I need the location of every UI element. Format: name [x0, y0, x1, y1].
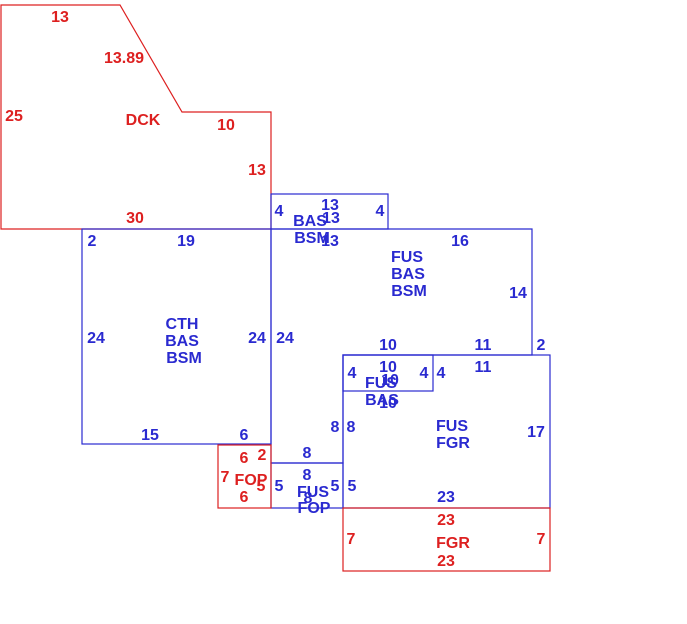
cth-bas-bsm-dimensions: 2 19 24 24 15 6: [87, 233, 266, 444]
bas-top-dim-right: 4: [376, 203, 385, 220]
fgr-dim-bottom: 23: [437, 553, 455, 570]
fus-fgr-dim-step: 4: [437, 365, 446, 382]
dck-dim-diagonal: 13.89: [104, 50, 144, 67]
fus-bas-small-dimensions: 10 4 4 10 10: [348, 359, 429, 412]
bas-top-dim-bottom: 13: [321, 233, 339, 250]
fop-area-label: FOP: [235, 472, 268, 489]
fus-fop-dim-right-out: 5: [348, 478, 357, 495]
outlines: [0, 4, 551, 572]
fus-small-line-1: FUS: [365, 375, 397, 392]
fus-small-dim-mid: 10: [381, 372, 399, 389]
fus-fgr-line-1: FUS: [436, 418, 468, 435]
fus-fgr-line-2: FGR: [436, 435, 470, 452]
fus-fop-area-label: FUS FOP: [297, 484, 331, 517]
cth-dim-top: 19: [177, 233, 195, 250]
dck-dim-bottom: 30: [126, 210, 144, 227]
fus-fop-dim-left: 5: [275, 478, 284, 495]
fus-fgr-dim-left-in: 8: [347, 419, 356, 436]
bas-top-dim-top: 13: [321, 197, 339, 214]
cth-line-3: BSM: [166, 350, 202, 367]
fgr-dimensions: 23 7 7 23: [347, 512, 546, 570]
fus-small-dim-bottom: 10: [379, 395, 397, 412]
fus-main-dim-inner: 11: [475, 337, 492, 354]
dck-dim-right: 13: [248, 162, 266, 179]
fus-fop-dimensions: 8 8 5 5 5 8: [275, 445, 357, 507]
fus-bas-small-area-label: FUS BAS: [365, 375, 399, 409]
cth-dim-right: 24: [248, 330, 266, 347]
bas-bsm-top-area-label: BAS BSM: [293, 213, 330, 247]
fus-fop-line-2: FOP: [298, 500, 331, 517]
cth-dim-bottom: 15: [141, 427, 159, 444]
fus-small-line-2: BAS: [365, 392, 399, 409]
cth-dim-bottomright: 6: [240, 427, 249, 444]
cth-dim-topleft: 2: [88, 233, 97, 250]
fus-main-dim-inner2: 10: [379, 337, 397, 354]
bas-bsm-top-dimensions: 4 13 13 4 13: [275, 197, 385, 250]
fus-main-line-2: BAS: [391, 266, 425, 283]
fus-main-line-3: BSM: [391, 283, 427, 300]
fgr-dim-left: 7: [347, 531, 356, 548]
fus-fop-dim-bottom: 8: [304, 490, 313, 507]
fus-fop-dim-top-in: 8: [303, 467, 312, 484]
fus-fgr-dimensions: 4 11 8 8 17 23: [331, 359, 545, 506]
dck-dimensions: 13 13.89 25 10 13 30: [5, 9, 266, 227]
cth-line-2: BAS: [165, 333, 199, 350]
fus-main-dim-top: 16: [451, 233, 469, 250]
cth-bas-bsm-area-label: CTH BAS BSM: [165, 316, 202, 367]
fus-main-dim-step: 2: [537, 337, 546, 354]
fus-fgr-dim-top: 11: [475, 359, 492, 376]
fus-small-dim-top: 10: [379, 359, 397, 376]
fus-fgr-dim-bottom: 23: [437, 489, 455, 506]
cth-line-1: CTH: [166, 316, 199, 333]
fus-small-dim-left: 4: [348, 365, 357, 382]
fop-dim-step: 2: [258, 447, 267, 464]
fus-fop-dim-right: 5: [331, 478, 340, 495]
dck-outline: [0, 4, 272, 230]
fus-fgr-area-label: FUS FGR: [436, 418, 470, 452]
fop-dim-top: 6: [240, 450, 249, 467]
fus-main-dim-right: 14: [509, 285, 527, 302]
bas-top-dim-top2: 13: [322, 210, 340, 227]
fus-fgr-dim-right: 17: [527, 424, 545, 441]
fgr-area-label: FGR: [436, 535, 470, 552]
cth-dim-left: 24: [87, 330, 105, 347]
fop-outline: [217, 444, 272, 509]
fus-fop-dim-top-out: 8: [303, 445, 312, 462]
fgr-dim-right: 7: [537, 531, 546, 548]
bas-top-line-1: BAS: [293, 213, 327, 230]
fus-fop-line-1: FUS: [297, 484, 329, 501]
dck-dim-left: 25: [5, 108, 23, 125]
fgr-outline: [342, 507, 551, 572]
fus-fgr-dim-left-out: 8: [331, 419, 340, 436]
fus-main-line-1: FUS: [391, 249, 423, 266]
bas-top-line-2: BSM: [294, 230, 330, 247]
fus-main-dim-left: 24: [276, 330, 294, 347]
fus-bas-bsm-dimensions: 16 14 2 11 10 24: [276, 233, 545, 354]
dck-dim-top: 13: [51, 9, 69, 26]
fop-dimensions: 6 2 7 5 6: [221, 447, 267, 506]
fop-dim-right: 5: [257, 478, 266, 495]
fop-dim-bottom: 6: [240, 489, 249, 506]
fop-dim-left: 7: [221, 469, 230, 486]
dck-area-label: DCK: [126, 112, 161, 129]
bas-top-dim-left: 4: [275, 203, 284, 220]
fus-small-dim-right: 4: [420, 365, 429, 382]
fgr-dim-top: 23: [437, 512, 455, 529]
dck-dim-step: 10: [217, 117, 235, 134]
cth-bas-bsm-outline: [81, 228, 272, 445]
fus-bas-bsm-area-label: FUS BAS BSM: [391, 249, 427, 300]
